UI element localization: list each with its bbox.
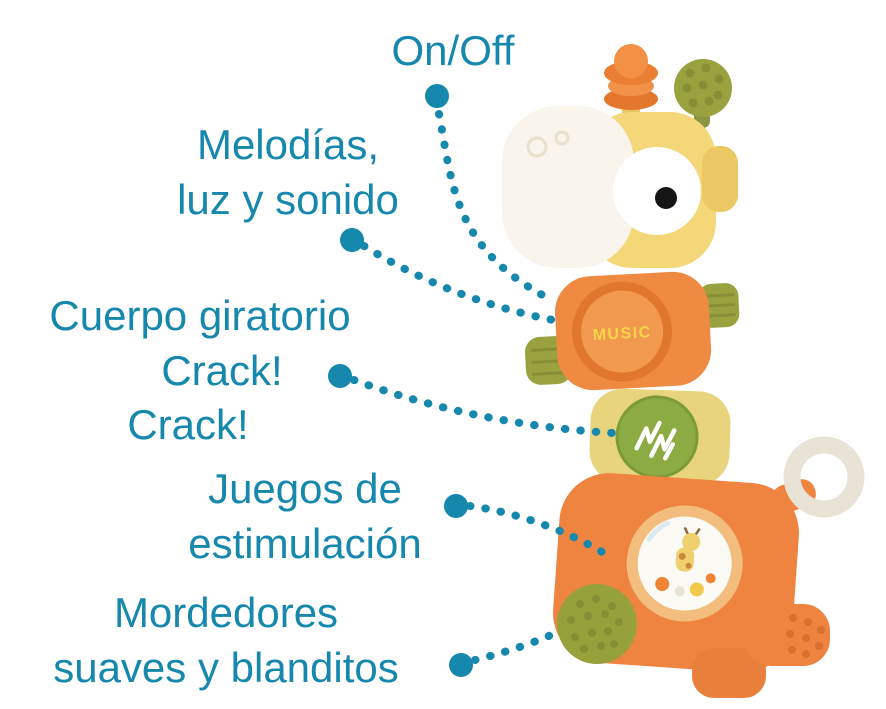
toy-foot-right [744, 604, 830, 666]
connector-cuerpo [350, 376, 618, 437]
connector-mordedores [471, 626, 566, 664]
callout-mordedores-line2: suaves y blanditos [53, 643, 399, 691]
rattle-beads [655, 573, 716, 597]
callout-dot-melodias [340, 228, 364, 252]
callout-mordedores-line1: Mordedores [113, 589, 339, 636]
callout-mordedores: Mordedores suaves y blanditos [20, 586, 432, 695]
music-button: MUSIC [572, 281, 673, 382]
connector-on-off [435, 110, 552, 302]
music-button-label: MUSIC [592, 324, 652, 344]
callout-juegos-line2: estimulación [188, 519, 422, 567]
zigzag-icon [634, 420, 677, 461]
callout-dot-mordedores [449, 653, 473, 677]
toy-ear [702, 146, 738, 212]
teether-ball-top [674, 59, 732, 128]
toy-middle-segment [589, 388, 731, 486]
callout-dot-on-off [425, 84, 449, 108]
callout-dot-juegos [444, 494, 468, 518]
toy-eye [613, 147, 701, 235]
callout-cuerpo-line2: Crack! [161, 346, 283, 394]
callout-connectors [350, 110, 618, 664]
stimulation-circle [615, 395, 699, 479]
callout-dot-cuerpo [328, 364, 352, 388]
callout-juegos: Juegos de estimulación [155, 462, 455, 571]
callout-melodias-line2: luz y sonido [177, 175, 399, 223]
toy-muzzle [502, 106, 634, 268]
callout-juegos-line1: Juegos de [208, 465, 402, 512]
toy-foot-center [692, 648, 766, 698]
teether-ball-bottom [557, 584, 637, 664]
toy-neck-segment: MUSIC [525, 271, 740, 391]
callout-cuerpo: Cuerpo giratorio Crack! Crack! [0, 289, 400, 453]
callout-melodias-line1: Melodías, [196, 121, 380, 168]
giraffe-charm-icon [675, 527, 701, 572]
connector-juegos [466, 502, 606, 556]
rattle-window [626, 505, 743, 622]
callout-cuerpo-line3: Crack! [127, 401, 249, 449]
toy-illustration: MUSIC [502, 44, 865, 698]
callout-on-off-text: On/Off [391, 27, 515, 74]
connector-melodias [360, 242, 568, 326]
callout-dots [328, 84, 473, 677]
callout-melodias: Melodías, luz y sonido [128, 118, 448, 227]
callout-cuerpo-line1: Cuerpo giratorio [49, 292, 351, 339]
callout-on-off: On/Off [328, 24, 578, 79]
